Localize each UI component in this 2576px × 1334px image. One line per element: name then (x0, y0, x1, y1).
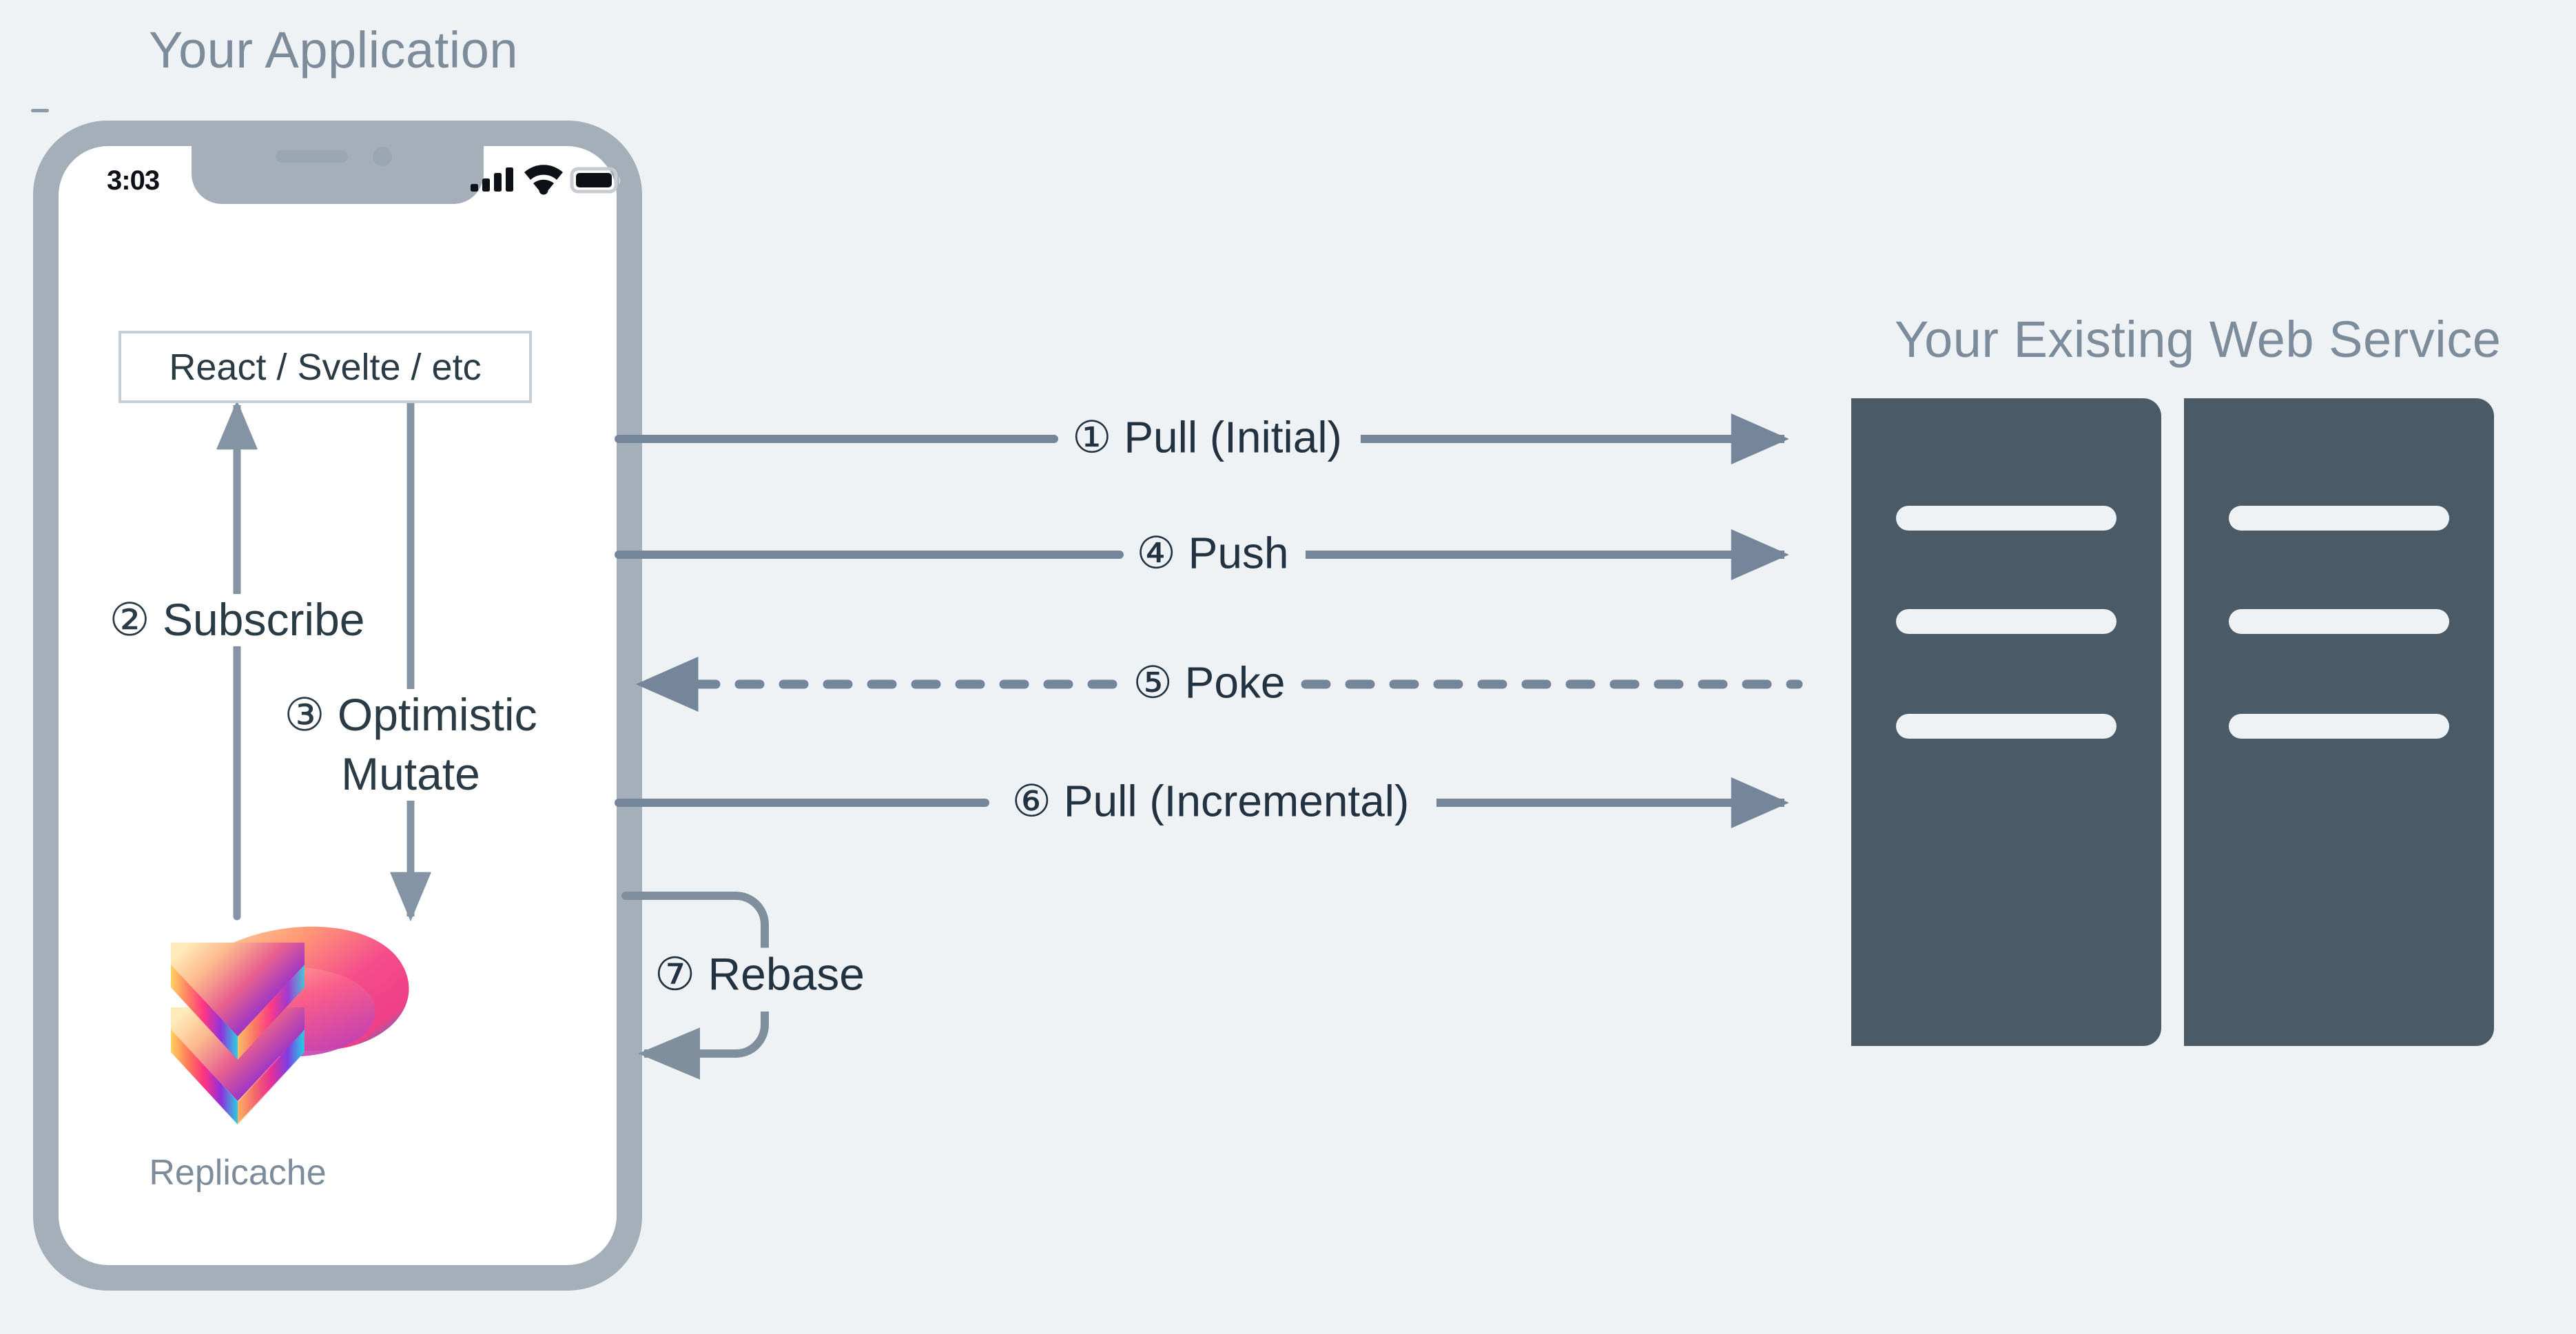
flow-label-subscribe: ② Subscribe (109, 594, 365, 646)
framework-box-label: React / Svelte / etc (169, 346, 482, 388)
wire-label-poke: ⑤ Poke (1123, 657, 1295, 709)
wire-label-pull-incremental: ⑥ Pull (Incremental) (1002, 775, 1419, 828)
store-name-label: Replicache (149, 1153, 327, 1193)
framework-box[interactable]: React / Svelte / etc (119, 331, 532, 403)
replicache-logo-icon (171, 926, 409, 1125)
rack-slot (1896, 714, 2116, 739)
notch-camera (373, 147, 392, 166)
rebase-loop-top (621, 892, 769, 958)
status-bar-time: 3:03 (107, 165, 160, 196)
wifi-icon (524, 165, 563, 195)
phone-notch (192, 146, 484, 204)
page-title-application: Your Application (149, 21, 519, 79)
server-rack-2 (2184, 398, 2494, 1046)
flow-label-optimistic: ③ Optimistic (284, 689, 537, 741)
signal-icon (471, 167, 513, 192)
server-rack-1 (1851, 398, 2161, 1046)
rebase-label: ⑦ Rebase (648, 947, 872, 1001)
wire-label-pull-initial: ① Pull (Initial) (1062, 411, 1352, 464)
rack-slot (2229, 609, 2449, 634)
flow-label-mutate: Mutate (341, 748, 480, 801)
rack-slot (2229, 506, 2449, 531)
rebase-loop-bottom (638, 1012, 769, 1080)
rack-slot (1896, 609, 2116, 634)
rack-slot (1896, 506, 2116, 531)
notch-speaker (276, 150, 348, 163)
rack-slot (2229, 714, 2449, 739)
corner-tick (31, 109, 49, 112)
page-title-web-service: Your Existing Web Service (1895, 311, 2502, 368)
battery-icon (570, 167, 621, 194)
wire-label-push: ④ Push (1126, 527, 1299, 579)
